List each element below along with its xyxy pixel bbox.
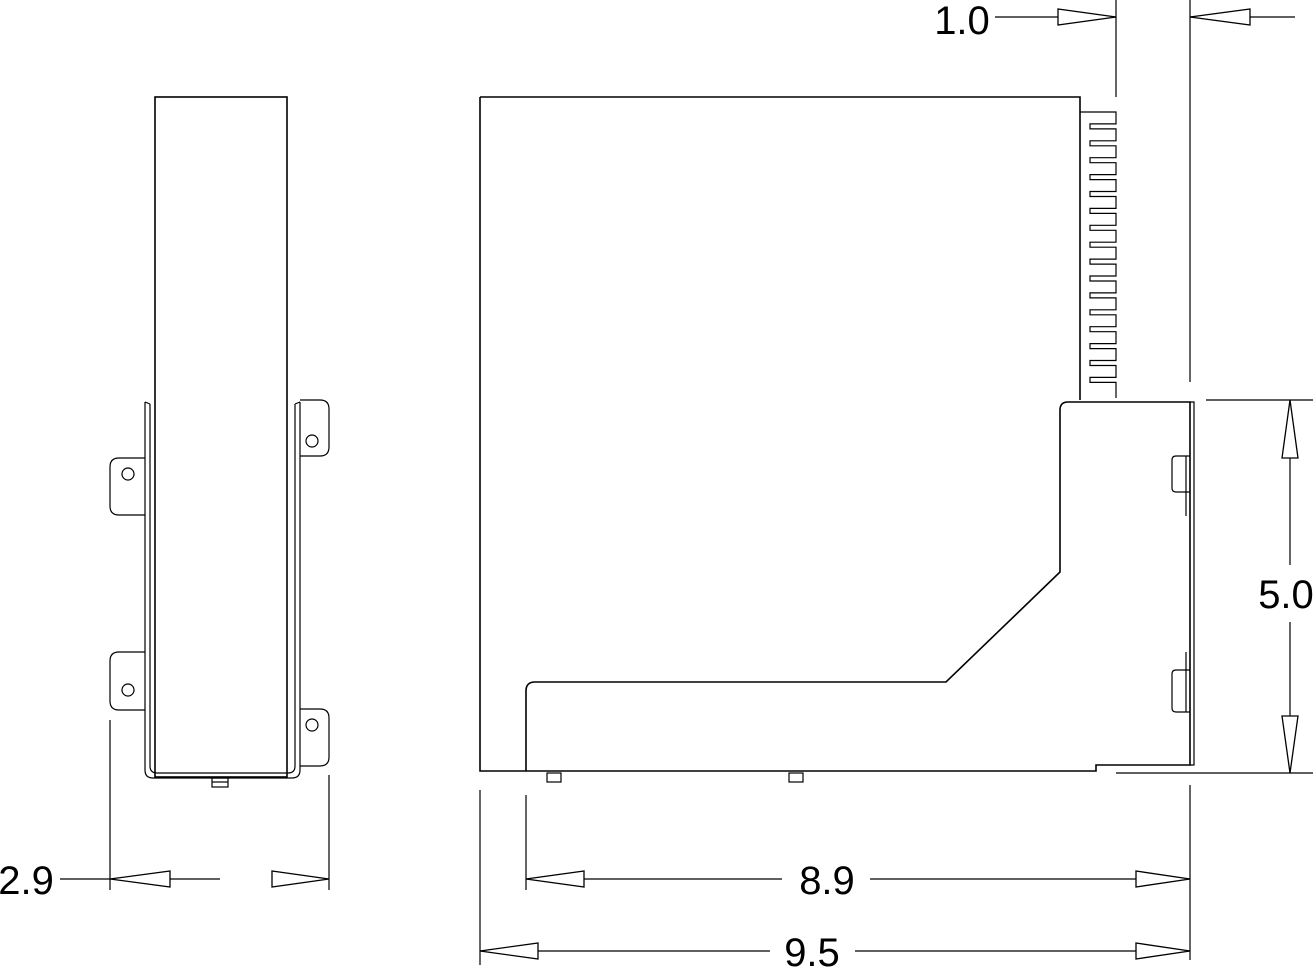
dimension-label-vertical-height: 5.0 <box>1258 573 1313 617</box>
arrow-down <box>1281 715 1299 774</box>
arrow-up <box>1281 399 1299 459</box>
dimension-side-width: 2.9 <box>0 720 330 903</box>
arrow-left <box>525 870 585 888</box>
dimension-fin-depth: 1.0 <box>934 0 1295 382</box>
side-view <box>109 96 330 788</box>
dimension-label-fin-depth: 1.0 <box>934 0 990 43</box>
front-view-screw-right <box>788 772 804 783</box>
side-view-tab-upper-left <box>109 457 145 516</box>
side-view-body <box>154 96 288 778</box>
dimension-label-side-width: 2.9 <box>0 859 54 903</box>
dimension-base-depth: 8.9 <box>525 785 1191 960</box>
dimension-vertical-height: 5.0 <box>1116 399 1313 774</box>
arrow-left <box>1189 8 1251 26</box>
arrow-right <box>1057 8 1117 26</box>
side-view-tab-lower-left <box>109 651 145 711</box>
front-view-body <box>479 96 1116 772</box>
side-view-tab-upper-right <box>300 399 330 457</box>
bracket-clip-upper <box>1171 455 1190 493</box>
arrow-left <box>479 942 539 960</box>
front-view-screw-left <box>546 772 562 783</box>
dimension-label-overall-depth: 9.5 <box>784 931 840 971</box>
side-view-tab-lower-right <box>300 708 330 767</box>
angled-bracket <box>525 401 1191 771</box>
dimension-label-base-depth: 8.9 <box>799 859 855 903</box>
heatsink-fins <box>1080 111 1117 398</box>
arrow-left <box>109 870 171 888</box>
dimension-overall-depth: 9.5 <box>479 790 1191 971</box>
bracket-clip-lower <box>1171 669 1190 713</box>
front-view <box>479 96 1195 783</box>
side-view-bracket <box>144 402 301 779</box>
arrow-right <box>271 870 330 888</box>
arrow-right <box>1135 870 1191 888</box>
arrow-right <box>1135 942 1191 960</box>
